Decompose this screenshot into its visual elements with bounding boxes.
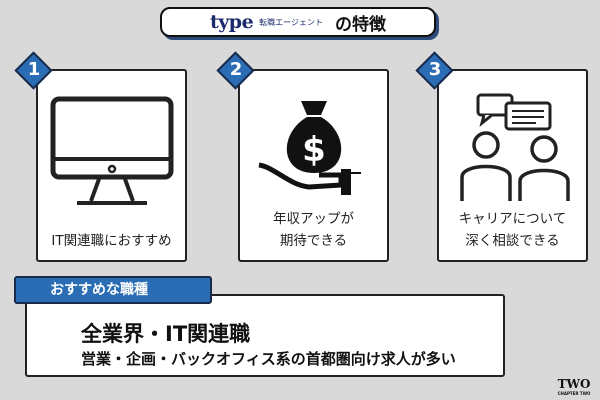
title-text: の特徴 [335,14,387,35]
brand-logo: type [209,11,254,33]
feature-card-2: $ 年収アップが期待できる [238,69,389,262]
feature-caption-line-2: 期待できる [279,233,348,249]
svg-text:$: $ [302,130,326,170]
recommend-main: 全業界・IT関連職 [81,322,251,346]
badge-number: 2 [229,59,243,80]
badge-number: 3 [428,59,442,80]
monitor-icon [38,93,185,213]
feature-caption-line-1: キャリアについて [458,211,567,227]
recommend-label: おすすめな職種 [14,276,212,304]
feature-card-1: IT関連職におすすめ [36,69,187,262]
feature-card-3: キャリアについて深く相談できる [437,69,588,262]
feature-caption-line-2: 深く相談できる [465,233,560,249]
badge-number: 1 [27,59,41,80]
brand-subtitle: 転職エージェント [259,17,324,27]
consultation-chat-icon [439,93,586,213]
feature-caption-line-1: 年収アップが [273,211,354,227]
feature-caption: IT関連職におすすめ [51,233,172,249]
recommend-sub: 営業・企画・バックオフィス系の首都圏向け求人が多い [81,350,456,368]
page-title: type 転職エージェント の特徴 [160,7,436,37]
money-bag-hand-icon: $ [240,93,387,213]
recommend-box: 全業界・IT関連職 営業・企画・バックオフィス系の首都圏向け求人が多い [25,294,505,377]
